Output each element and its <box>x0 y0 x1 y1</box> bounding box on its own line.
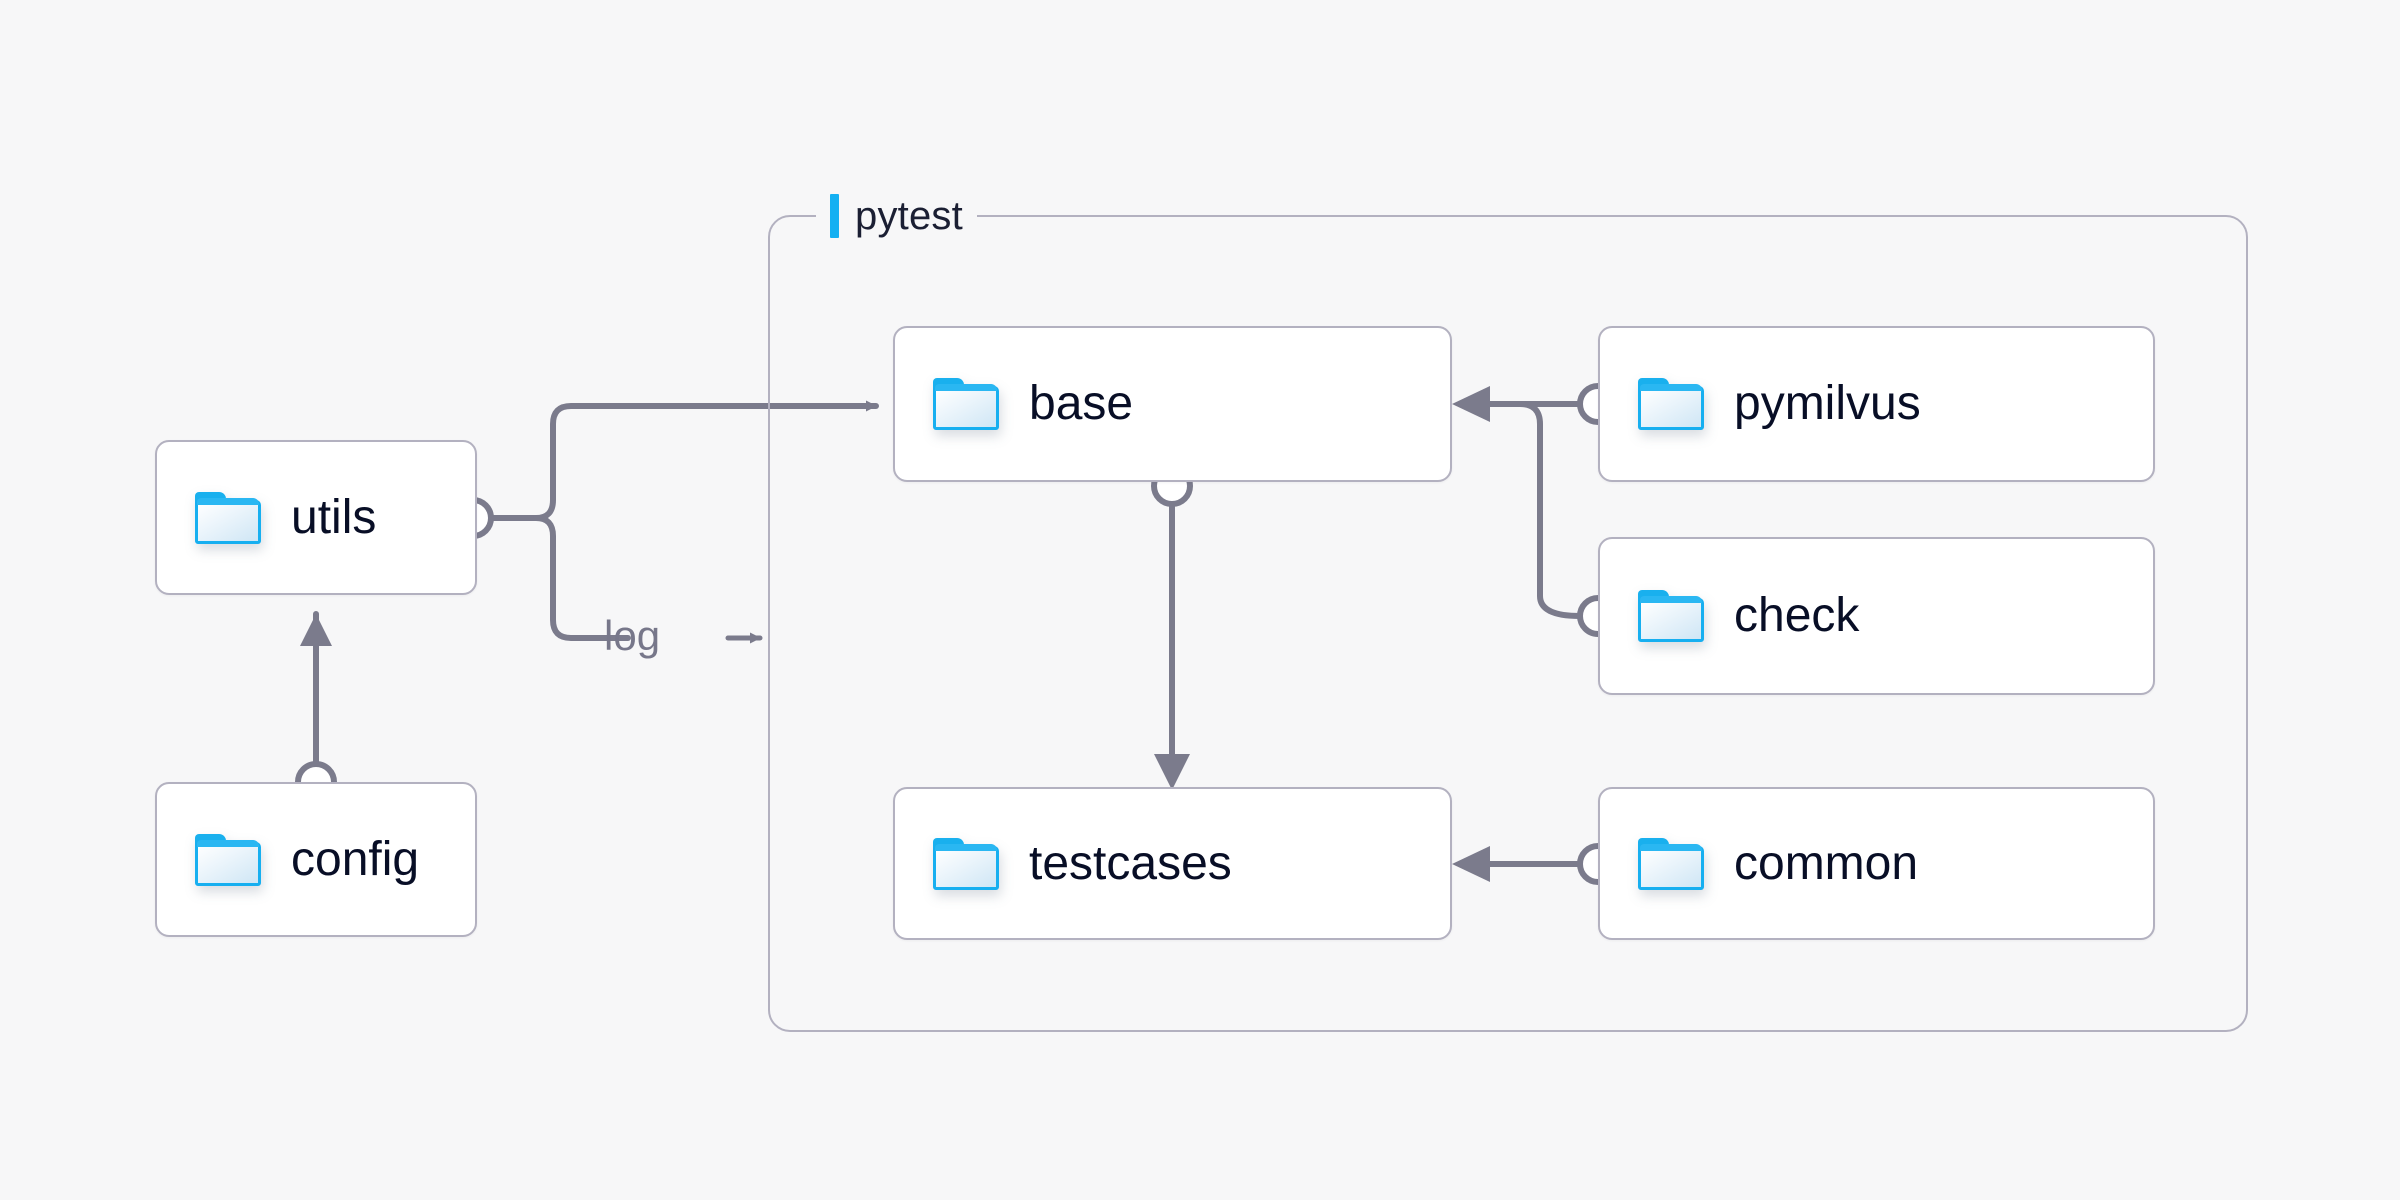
node-testcases[interactable]: testcases <box>893 787 1452 940</box>
edge-config-to-utils <box>300 611 332 785</box>
folder-icon <box>1638 590 1704 642</box>
node-label: utils <box>291 490 377 544</box>
edge-common-to-testcases <box>1452 846 1583 882</box>
folder-icon <box>195 491 261 544</box>
folder-icon <box>1638 378 1704 430</box>
node-config[interactable]: config <box>155 782 477 937</box>
node-label: base <box>1029 377 1134 430</box>
folder-icon <box>933 837 999 890</box>
node-label: testcases <box>1029 836 1232 890</box>
pytest-group-label: pytest <box>816 193 977 239</box>
pytest-group-container[interactable] <box>768 215 2248 1032</box>
edge-check-to-base <box>1472 401 1583 619</box>
edge-utils-to-log <box>533 515 631 641</box>
node-common[interactable]: common <box>1598 787 2155 940</box>
node-pymilvus[interactable]: pymilvus <box>1598 326 2155 482</box>
edge-merge-arrowhead <box>1452 386 1490 422</box>
edge-base-to-testcases <box>1154 497 1190 790</box>
node-base[interactable]: base <box>893 326 1452 482</box>
node-label: common <box>1734 836 1919 890</box>
node-label: pymilvus <box>1734 377 1921 430</box>
node-check[interactable]: check <box>1598 537 2155 695</box>
folder-icon <box>1638 837 1704 890</box>
edge-label-log: log <box>604 612 661 659</box>
folder-icon <box>933 378 999 430</box>
group-accent-bar <box>830 194 839 238</box>
node-label: check <box>1734 589 1860 642</box>
folder-icon <box>195 833 261 886</box>
node-utils[interactable]: utils <box>155 440 477 595</box>
group-title-text: pytest <box>855 194 963 238</box>
node-label: config <box>291 832 420 886</box>
edge-utils-to-base <box>533 400 879 521</box>
